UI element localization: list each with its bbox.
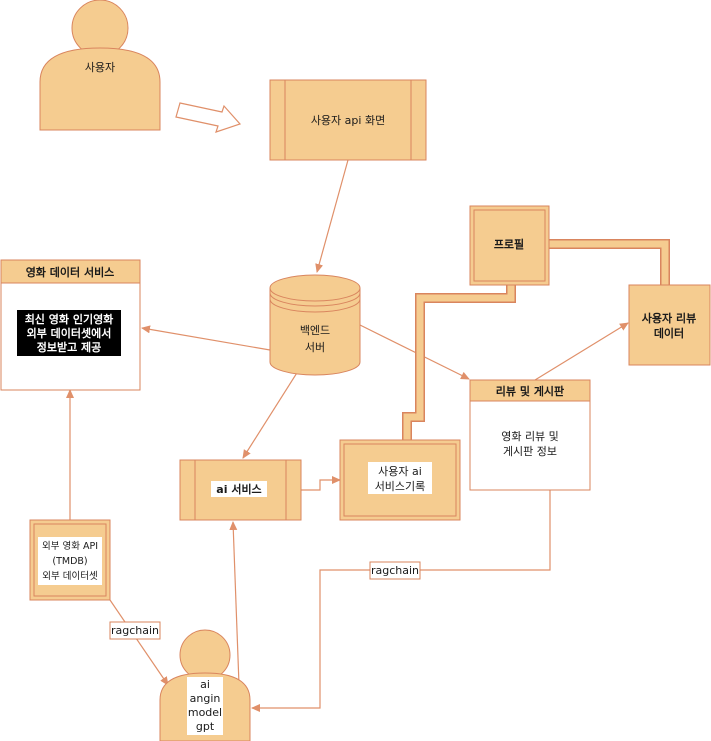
user-review-data-node[interactable]: 사용자 리뷰 데이터 — [628, 284, 711, 366]
review-board-body-1: 영화 리뷰 및 — [501, 430, 559, 443]
api-screen-node[interactable]: 사용자 api 화면 — [269, 79, 427, 161]
ai-actor-label-2: angin — [190, 692, 221, 705]
connectors — [66, 159, 629, 713]
edge-external-to-ai-actor — [109, 599, 169, 686]
profile-label: 프로필 — [494, 237, 524, 251]
edge-ai-service-to-record — [301, 476, 341, 491]
user-review-data-label-2: 데이터 — [654, 326, 684, 340]
movie-service-body-1: 최신 영화 인기영화 — [25, 312, 114, 326]
profile-record-link — [402, 285, 516, 440]
movie-service-title: 영화 데이터 서비스 — [26, 265, 115, 279]
external-api-label-3: 외부 데이터셋 — [42, 570, 98, 582]
backend-label-1: 백엔드 — [300, 324, 330, 337]
ai-service-label: ai 서비스 — [216, 482, 261, 496]
backend-label-2: 서버 — [305, 341, 325, 354]
movie-service-body-2: 외부 데이터셋에서 — [27, 326, 112, 340]
ai-service-node[interactable]: ai 서비스 — [179, 459, 302, 521]
user-actor-label: 사용자 — [85, 61, 115, 74]
edge-backend-to-ai-service — [242, 367, 301, 459]
edge-backend-to-movie-service — [141, 325, 271, 351]
user-ai-record-label-2: 서비스기록 — [375, 480, 426, 493]
profile-node[interactable]: 프로필 — [469, 205, 550, 286]
ai-actor-label-4: gpt — [196, 720, 215, 733]
ai-actor[interactable]: ai angin model gpt — [159, 629, 251, 741]
review-board-title: 리뷰 및 게시판 — [496, 384, 564, 398]
profile-userdata-link — [549, 239, 670, 285]
hollow-arrow — [175, 102, 242, 133]
user-ai-record-label-1: 사용자 ai — [378, 465, 422, 478]
external-api-node[interactable]: 외부 영화 API (TMDB) 외부 데이터셋 — [29, 519, 111, 601]
edge-api-to-backend — [315, 159, 349, 273]
user-review-data-label-1: 사용자 리뷰 — [642, 311, 696, 325]
movie-service-body-3: 정보받고 제공 — [37, 340, 102, 354]
user-actor[interactable]: 사용자 — [39, 0, 161, 131]
edge-review-to-ai-actor — [251, 490, 551, 712]
edge-backend-to-review — [359, 324, 470, 380]
review-board-node[interactable]: 리뷰 및 게시판 영화 리뷰 및 게시판 정보 — [469, 379, 591, 491]
api-screen-label: 사용자 api 화면 — [311, 114, 385, 127]
ragchain-right-text: ragchain — [371, 564, 419, 577]
movie-service-black-box — [17, 310, 121, 356]
backend-server-node[interactable]: 백엔드 서버 — [269, 274, 361, 376]
review-board-body-2: 게시판 정보 — [503, 445, 557, 458]
ragchain-label-right: ragchain — [369, 561, 421, 580]
edge-review-to-user-data — [534, 322, 629, 381]
ai-actor-label-3: model — [188, 706, 222, 719]
ai-actor-label-1: ai — [200, 678, 210, 691]
movie-service-node[interactable]: 영화 데이터 서비스 최신 영화 인기영화 외부 데이터셋에서 정보받고 제공 — [0, 259, 141, 391]
ragchain-label-left: ragchain — [109, 621, 161, 640]
external-api-label-1: 외부 영화 API — [42, 540, 98, 552]
ragchain-left-text: ragchain — [111, 624, 159, 637]
user-ai-record-node[interactable]: 사용자 ai 서비스기록 — [339, 439, 461, 521]
external-api-label-2: (TMDB) — [52, 556, 87, 567]
